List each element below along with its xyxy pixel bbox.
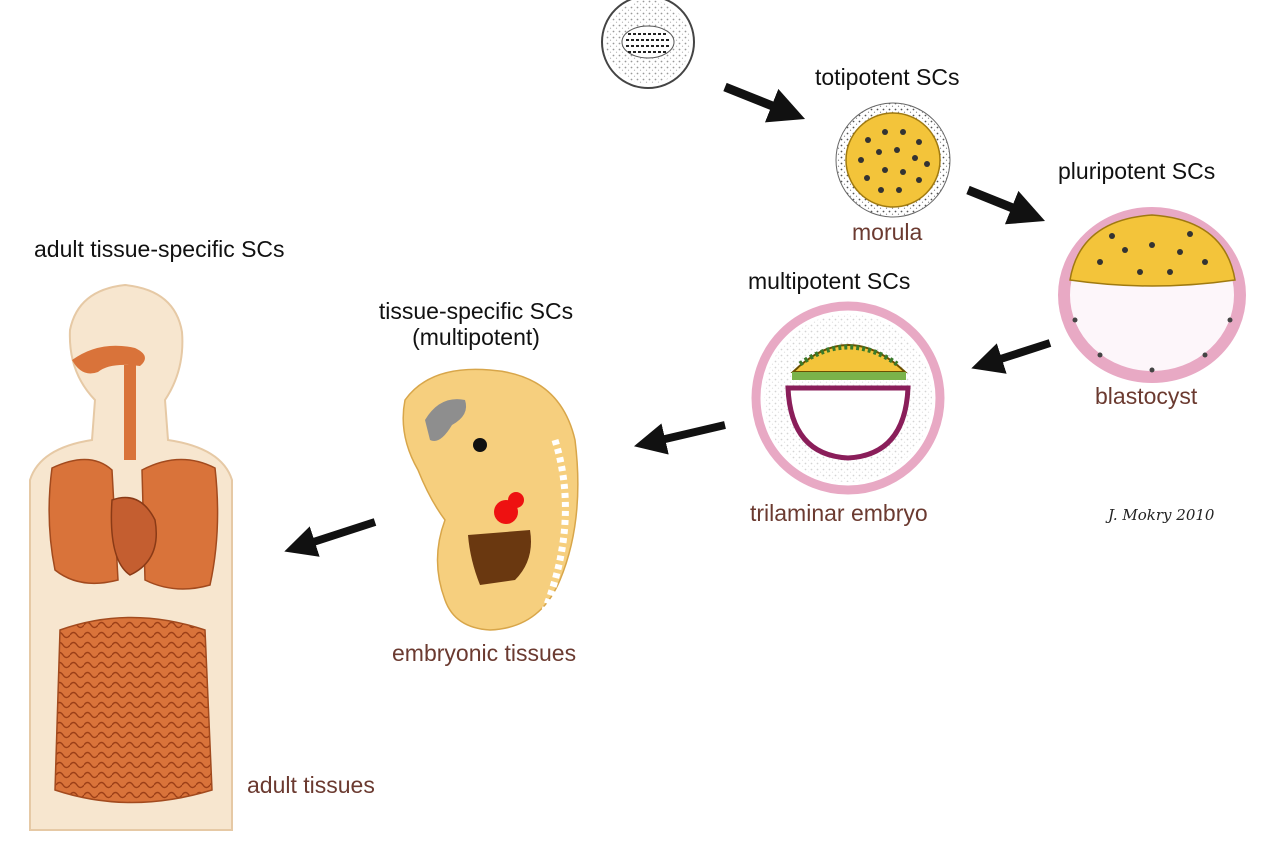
morula-nucleus [865,137,871,143]
label-multipotent: multipotent SCs [748,268,911,294]
label-embryonic: embryonic tissues [392,640,577,666]
arrow-blastocyst-to-trilaminar [971,339,1052,374]
trilaminar-embryo [751,301,945,495]
label-trilaminar: trilaminar embryo [750,500,928,526]
zygote-cell [601,0,695,89]
label-blastocyst: blastocyst [1095,383,1198,409]
label-tissue-specific-line2: (multipotent) [412,324,540,351]
morula-nucleus [900,169,906,175]
morula-nucleus [924,161,930,167]
arrow-embryo-to-adult [284,518,377,557]
arrow-morula-to-blastocyst [966,185,1046,225]
morula-nucleus [894,147,900,153]
morula-cell [835,102,951,218]
label-totipotent: totipotent SCs [815,64,960,90]
label-tissue-specific: tissue-specific SCs (multipotent) [356,298,596,351]
arrow-trilaminar-to-embryo [633,421,726,455]
morula-nucleus [864,175,870,181]
morula-nucleus [878,187,884,193]
morula-nucleus [896,187,902,193]
morula-nucleus [882,167,888,173]
human-anatomy-illustration [29,283,233,831]
morula-nucleus [876,149,882,155]
arrow-zygote-to-morula [723,82,806,123]
embryo-illustration [402,368,579,631]
morula-nucleus [916,139,922,145]
morula-nucleus [858,157,864,163]
label-pluripotent: pluripotent SCs [1058,158,1216,184]
morula-nucleus [916,177,922,183]
label-tissue-specific-line1: tissue-specific SCs [378,298,574,324]
label-adult-tissues: adult tissues [247,772,375,798]
label-adult-specific: adult tissue-specific SCs [34,236,285,262]
morula-nucleus [882,129,888,135]
morula-nucleus [912,155,918,161]
label-morula: morula [852,219,923,245]
morula-nucleus [900,129,906,135]
blastocyst-cell [1058,207,1246,383]
signature: J. Mokry 2010 [1108,506,1215,524]
